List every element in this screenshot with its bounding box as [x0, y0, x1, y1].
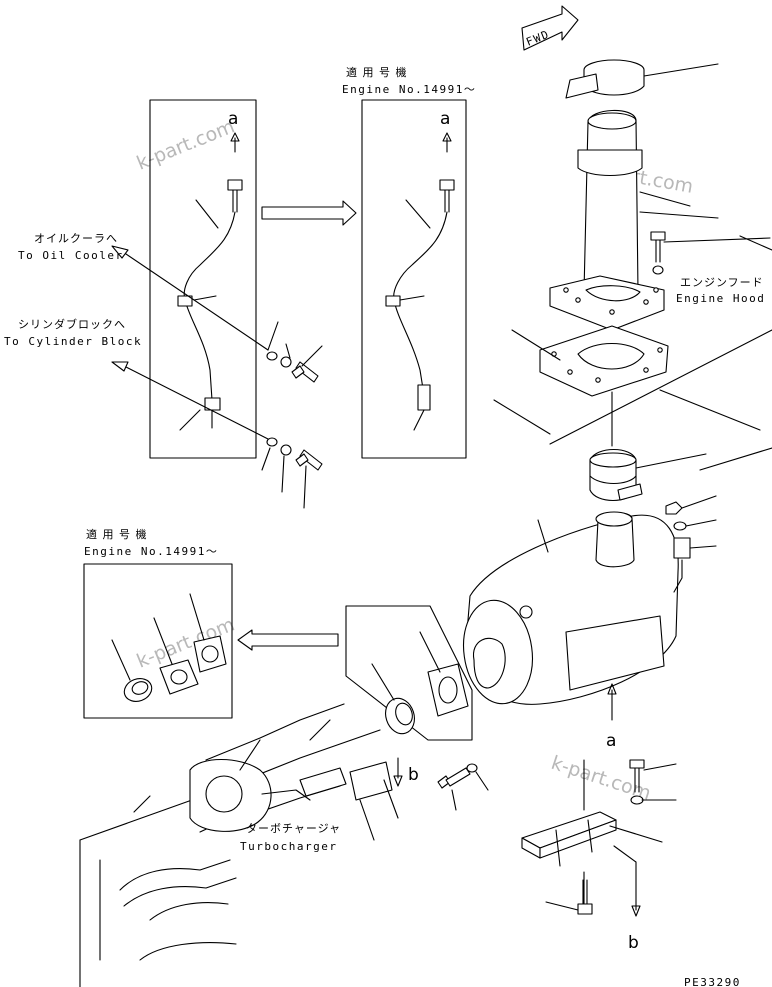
turbo-flange-bolt [437, 763, 489, 811]
turbocharger-label: ターボチャージャ Turbocharger [240, 822, 341, 853]
oil-cooler-en: To Oil Cooler [18, 249, 124, 262]
applicable-jp-top: 適 用 号 機 [346, 65, 408, 79]
engine-block-outline [79, 703, 399, 987]
bracket-bolts [545, 759, 677, 915]
engine-hood-en: Engine Hood [676, 292, 765, 305]
muffler [463, 511, 679, 705]
turbo-en: Turbocharger [240, 840, 337, 853]
exhaust-stack-pipe [577, 109, 719, 302]
engine-hood-jp: エンジンフード [680, 276, 764, 289]
transition-arrow-top [261, 200, 357, 226]
hood-panel-lines [493, 235, 772, 471]
oil-pipe-fasteners [261, 321, 323, 509]
oil-pipe-box-right: 適 用 号 機 Engine No.14991～ a [342, 65, 476, 459]
turbo-jp: ターボチャージャ [246, 822, 341, 835]
hood-bolt [650, 231, 771, 275]
ref-b-bracket: b [628, 933, 639, 953]
applicable-en-left: Engine No.14991～ [84, 545, 218, 558]
transition-arrow-left [237, 629, 339, 651]
cylinder-block-callout: シリンダブロックへ To Cylinder Block [4, 317, 271, 441]
ref-a-muffler-callout: a [606, 683, 617, 751]
ref-a-left: a [228, 109, 238, 129]
applicable-en-top: Engine No.14991～ [342, 83, 476, 96]
ref-a-muffler: a [606, 731, 616, 751]
ref-a-right: a [440, 109, 450, 129]
oil-cooler-jp: オイルクーラへ [34, 232, 118, 245]
muffler-mount-hardware [665, 495, 717, 593]
engine-hood-label: エンジンフード Engine Hood [676, 276, 765, 305]
rubber-connector [589, 449, 707, 501]
hood-gasket [539, 325, 669, 397]
ref-b-turbo-callout: b [393, 757, 419, 787]
ref-b-turbo: b [408, 765, 419, 785]
cylinder-block-jp: シリンダブロックへ [18, 317, 126, 331]
stack-flange [549, 275, 665, 331]
part-code: PE33290 [684, 976, 741, 987]
rain-cap [565, 59, 719, 99]
turbo-connector-box [345, 605, 473, 741]
oil-cooler-callout: オイルクーラへ To Oil Cooler [18, 232, 269, 351]
fwd-arrow-sign: FWD [521, 5, 579, 51]
cylinder-block-en: To Cylinder Block [4, 335, 142, 348]
applicable-jp-left: 適 用 号 機 [86, 527, 148, 541]
ref-b-bracket-callout: b [613, 845, 641, 953]
gasket-detail-box: 適 用 号 機 Engine No.14991～ [83, 527, 233, 719]
watermark-1: k-part.com [134, 115, 238, 174]
